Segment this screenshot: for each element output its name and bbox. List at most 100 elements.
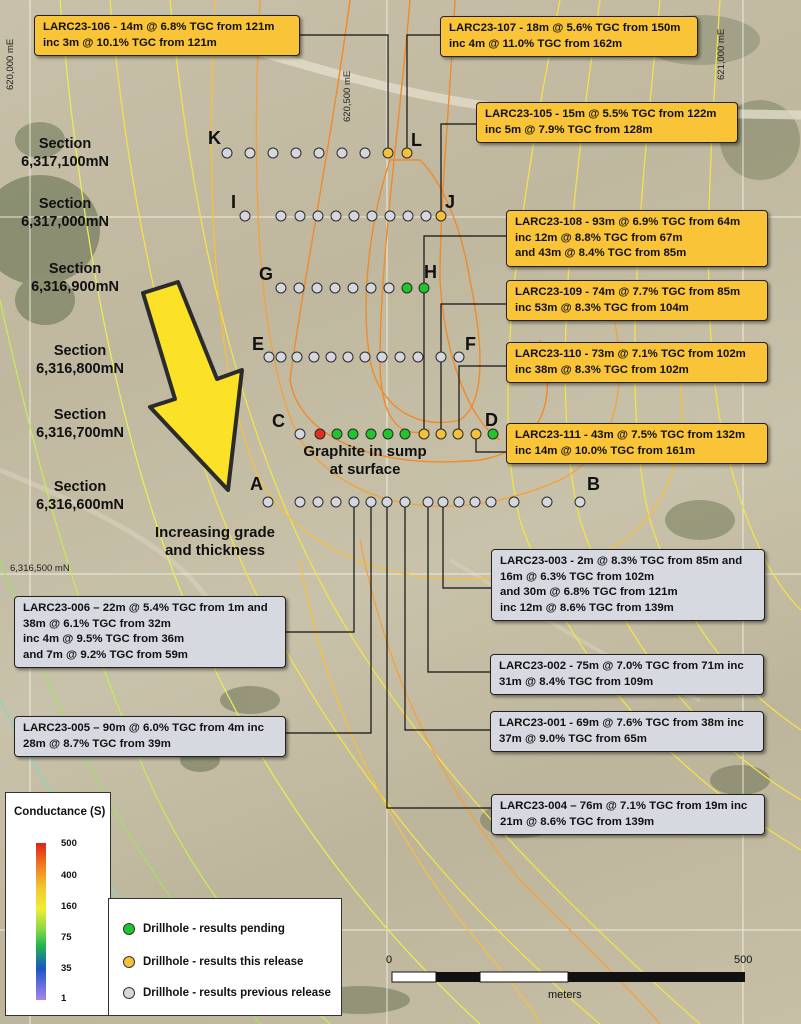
drillhole-marker	[418, 282, 430, 294]
drillhole-marker	[294, 496, 306, 508]
scale-label-unit: meters	[548, 989, 582, 1001]
drillhole-marker	[382, 147, 394, 159]
drillhole-marker	[239, 210, 251, 222]
drillhole-marker	[330, 210, 342, 222]
drillhole-marker	[383, 282, 395, 294]
drillhole-marker	[399, 428, 411, 440]
drillhole-marker	[359, 351, 371, 363]
drillhole-marker	[347, 282, 359, 294]
drillhole-marker	[221, 147, 233, 159]
callout-leader-line	[286, 507, 355, 633]
drillhole-marker	[314, 428, 326, 440]
section-letter-l: L	[411, 130, 422, 150]
callout-leader-line	[406, 34, 440, 148]
this-release-dot-icon	[123, 956, 135, 968]
grid-label-620000: 620,000 mE	[5, 38, 16, 90]
drillhole-marker	[437, 496, 449, 508]
grade-arrow	[141, 280, 244, 492]
drillhole-marker	[402, 210, 414, 222]
drillhole-marker	[384, 210, 396, 222]
drillhole-marker	[275, 282, 287, 294]
callout-leader-line	[458, 365, 506, 429]
drillhole-marker	[336, 147, 348, 159]
scale-label-start: 0	[386, 954, 393, 966]
section-letter-j: J	[445, 192, 456, 212]
grid-label-621000: 621,000 mE	[716, 28, 727, 80]
callout-leader-line	[386, 507, 491, 809]
ramp-label-1: 1	[61, 993, 67, 1004]
drillhole-marker	[485, 496, 497, 508]
callout-leader-line	[300, 34, 389, 148]
drillhole-marker	[312, 496, 324, 508]
ramp-label-400: 400	[61, 870, 77, 881]
drillhole-marker	[381, 496, 393, 508]
drillhole-marker	[275, 351, 287, 363]
drillhole-marker	[435, 351, 447, 363]
pending-dot-icon	[123, 923, 135, 935]
drillhole-marker	[453, 496, 465, 508]
drillhole-marker	[574, 496, 586, 508]
section-letter-c: C	[272, 411, 285, 431]
drillhole-marker	[294, 428, 306, 440]
callout-leader-line	[404, 507, 490, 731]
leader-lines	[286, 34, 506, 809]
callout-leader-line	[423, 235, 506, 429]
drillhole-marker	[331, 428, 343, 440]
drillhole-marker	[342, 351, 354, 363]
callout-leader-line	[427, 507, 490, 673]
drillhole-marker	[401, 147, 413, 159]
callout-larc23-002: LARC23-002 - 75m @ 7.0% TGC from 71m inc…	[490, 654, 764, 695]
drillhole-marker	[275, 210, 287, 222]
drillhole-marker	[294, 210, 306, 222]
drillhole-marker	[365, 282, 377, 294]
drillhole-marker	[382, 428, 394, 440]
drillhole-marker	[412, 351, 424, 363]
drillhole-marker	[453, 351, 465, 363]
section-letter-g: G	[259, 264, 274, 284]
section-letter-a: A	[250, 474, 263, 494]
drillhole-marker	[348, 496, 360, 508]
drillhole-marker	[508, 496, 520, 508]
drillhole-marker	[435, 428, 447, 440]
drillhole-marker	[263, 351, 275, 363]
callout-larc23-001: LARC23-001 - 69m @ 7.6% TGC from 38m inc…	[490, 711, 764, 752]
drillhole-marker	[359, 147, 371, 159]
legend-item-this-release: Drillhole - results this release	[123, 956, 303, 968]
drillhole-marker	[541, 496, 553, 508]
drillhole-marker	[365, 496, 377, 508]
ramp-label-35: 35	[61, 963, 72, 974]
scale-label-end: 500	[734, 954, 753, 966]
drillhole-marker	[452, 428, 464, 440]
conductance-legend-title: Conductance (S)	[14, 806, 106, 818]
drillhole-marker	[325, 351, 337, 363]
drillhole-legend: Drillhole - results pending Drillhole - …	[108, 898, 342, 1016]
drillhole-marker	[394, 351, 406, 363]
drillhole-marker	[470, 428, 482, 440]
drillhole-marker	[422, 496, 434, 508]
drillholes	[221, 147, 586, 508]
grid-label-620500: 620,500 mE	[342, 70, 353, 122]
section-letter-i: I	[231, 192, 237, 212]
drillhole-marker	[330, 496, 342, 508]
callout-leader-line	[286, 507, 372, 734]
drillhole-marker	[313, 147, 325, 159]
section-letter-d: D	[485, 410, 498, 430]
callout-larc23-004: LARC23-004 – 76m @ 7.1% TGC from 19m inc…	[491, 794, 765, 835]
drillhole-marker	[293, 282, 305, 294]
drillhole-marker	[267, 147, 279, 159]
drillhole-marker	[311, 282, 323, 294]
legend-item-previous: Drillhole - results previous release	[123, 987, 331, 999]
drillhole-marker	[469, 496, 481, 508]
conductance-color-ramp	[36, 843, 46, 1000]
